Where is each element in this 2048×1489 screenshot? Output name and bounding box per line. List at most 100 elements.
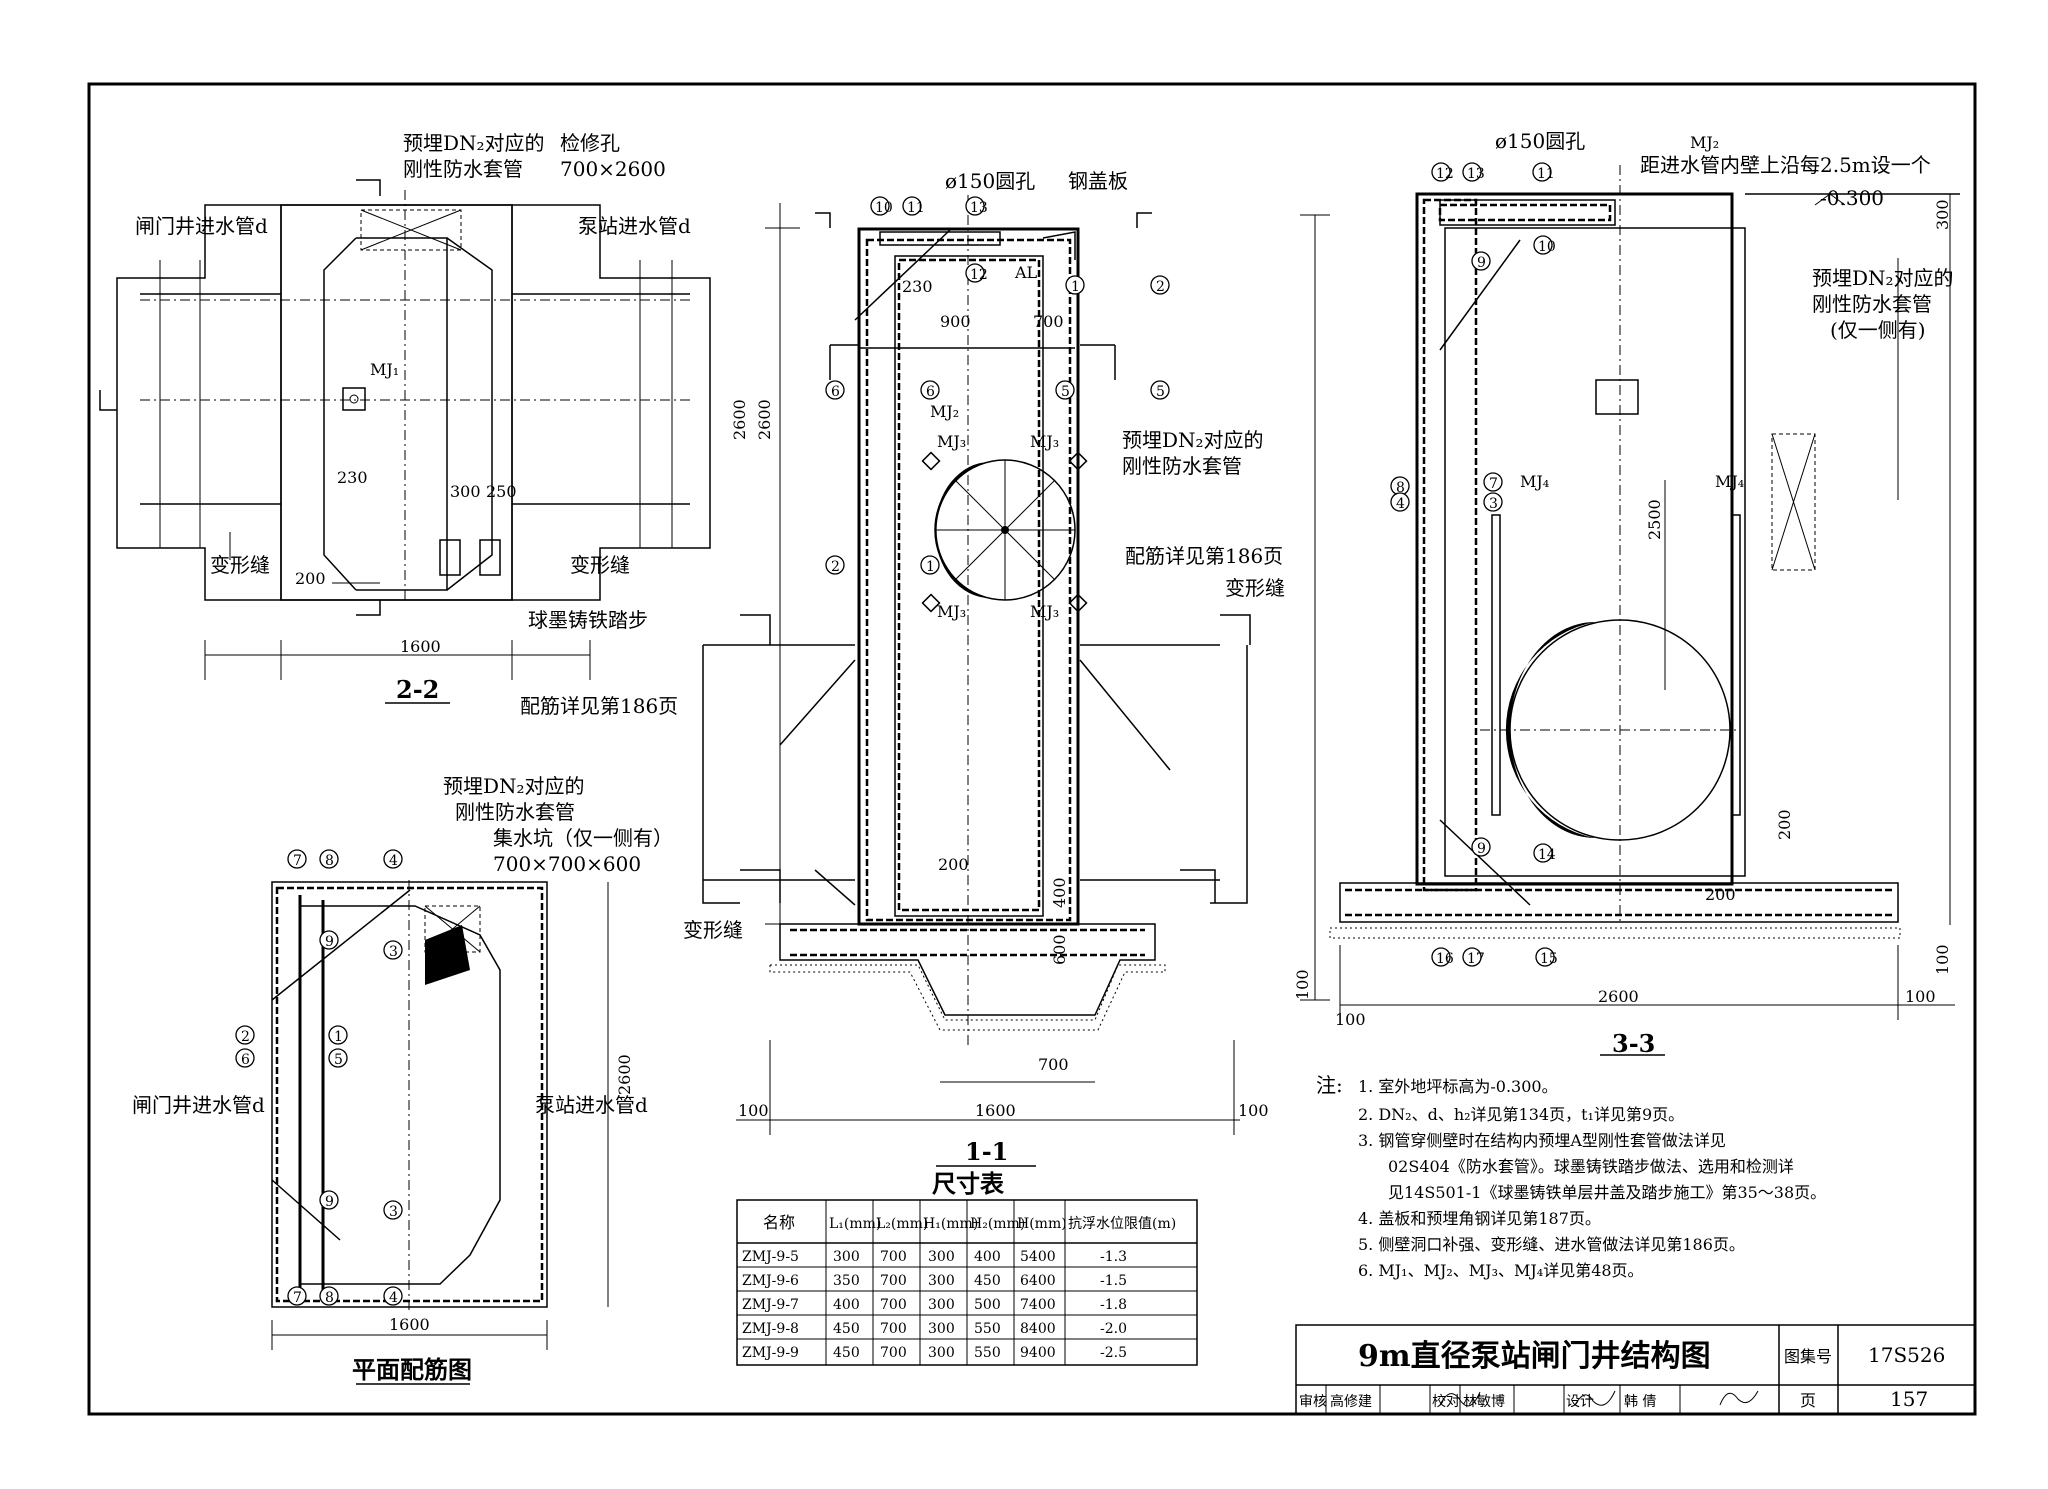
view-1-1 (702, 195, 1330, 1167)
check-name: 林敏博 (1463, 1393, 1505, 1410)
svg-text:10: 10 (1538, 239, 1556, 255)
dim-2600-c: 2600 (1598, 987, 1639, 1006)
view-title-2-2: 2-2 (396, 675, 439, 704)
gate-inlet-label: 闸门井进水管d (135, 214, 268, 238)
table-cell: 300 (928, 1321, 955, 1337)
elevation-label: -0.300 (1820, 186, 1884, 210)
table-cell: 700 (880, 1297, 907, 1313)
table-cell: 400 (833, 1297, 860, 1313)
sleeve-label-3: 预埋DN₂对应的 (1122, 428, 1264, 452)
rebar-ref-2: 配筋详见第186页 (520, 694, 678, 718)
dim-2600-d: 2600 (615, 1054, 634, 1095)
table-cell: 400 (974, 1249, 1001, 1265)
mj1-label: MJ₁ (370, 360, 399, 379)
sleeve-label-4: 刚性防水套管 (1122, 454, 1242, 478)
table-cell: 300 (928, 1345, 955, 1361)
dim-600: 600 (1050, 934, 1069, 965)
review-name: 高修建 (1330, 1393, 1372, 1410)
svg-text:17: 17 (1467, 951, 1485, 967)
mj2-label-b: MJ₂ (1690, 133, 1719, 152)
table-cell: 300 (833, 1249, 860, 1265)
view-title-1-1: 1-1 (965, 1137, 1008, 1166)
svg-text:12: 12 (1436, 166, 1454, 182)
joint-label-1: 变形缝 (210, 553, 270, 577)
dim-2600-b: 2600 (755, 399, 774, 440)
mj3-label-c: MJ₃ (937, 602, 966, 621)
joint-label-2: 变形缝 (570, 553, 630, 577)
table-cell: -1.3 (1100, 1249, 1127, 1265)
size-table-grid (736, 1199, 1198, 1366)
svg-text:5: 5 (334, 1052, 343, 1068)
svg-text:9: 9 (325, 934, 334, 950)
sump-label: 集水坑（仅一侧有） (493, 826, 673, 850)
view-2-2 (99, 179, 711, 704)
sump-size: 700×700×600 (493, 852, 641, 876)
svg-text:11: 11 (1537, 166, 1555, 182)
sleeve-label-1: 预埋DN₂对应的 (403, 131, 545, 155)
dim-100-b: 100 (1238, 1101, 1269, 1120)
table-cell: 7400 (1020, 1297, 1056, 1313)
dim-100-f: 100 (1933, 944, 1952, 975)
svg-text:1: 1 (926, 559, 935, 575)
svg-text:14: 14 (1538, 847, 1556, 863)
dim-300: 300 (450, 482, 481, 501)
table-cell: 300 (928, 1297, 955, 1313)
note-line: 5. 侧壁洞口补强、变形缝、进水管做法详见第186页。 (1358, 1235, 1745, 1254)
table-cell: 450 (974, 1273, 1001, 1289)
pump-inlet-label: 泵站进水管d (578, 214, 691, 238)
rebar-ref-1: 配筋详见第186页 (1125, 544, 1283, 568)
notes-label: 注: (1316, 1073, 1343, 1097)
svg-text:3: 3 (389, 944, 398, 960)
view-title-3-3: 3-3 (1612, 1029, 1655, 1058)
mj4-label-b: MJ₄ (1715, 472, 1744, 491)
table-cell: 5400 (1020, 1249, 1056, 1265)
svg-text:7: 7 (293, 853, 302, 869)
dim-230-b: 230 (902, 277, 933, 296)
dim-700-a: 700 (1033, 312, 1064, 331)
th-l2: L₂(mm) (876, 1216, 928, 1232)
pump-inlet-label-b: 泵站进水管d (535, 1093, 648, 1117)
svg-text:7: 7 (1489, 476, 1498, 492)
svg-text:2: 2 (241, 1029, 250, 1045)
dim-900: 900 (940, 312, 971, 331)
design-label: 设计 (1566, 1394, 1594, 1410)
svg-text:9: 9 (1477, 255, 1486, 271)
gate-inlet-label-b: 闸门井进水管d (132, 1093, 265, 1117)
steps-label: 球墨铸铁踏步 (528, 608, 648, 632)
note-line: 3. 钢管穿侧壁时在结构内预埋A型刚性套管做法详见 (1358, 1131, 1726, 1150)
svg-text:2: 2 (831, 559, 840, 575)
manhole-label: 检修孔 (560, 131, 620, 155)
svg-text:4: 4 (1396, 496, 1405, 512)
table-cell: 6400 (1020, 1273, 1056, 1289)
table-cell: -1.8 (1100, 1297, 1127, 1313)
joint-label-3: 变形缝 (1225, 576, 1285, 600)
svg-text:6: 6 (926, 384, 935, 400)
table-cell: 500 (974, 1297, 1001, 1313)
svg-text:3: 3 (389, 1204, 398, 1220)
svg-text:5: 5 (1156, 384, 1165, 400)
th-name: 名称 (763, 1213, 795, 1232)
table-cell: 450 (833, 1345, 860, 1361)
table-cell: 450 (833, 1321, 860, 1337)
th-h2: H₂(mm) (970, 1216, 1025, 1232)
view-plan (271, 880, 609, 1385)
steel-cover-label: 钢盖板 (1068, 169, 1128, 193)
dim-100-a: 100 (738, 1101, 769, 1120)
view-title-plan: 平面配筋图 (352, 1355, 472, 1384)
note-line: 02S404《防水套管》。球墨铸铁踏步做法、选用和检测详 (1388, 1157, 1794, 1176)
svg-text:11: 11 (907, 200, 925, 216)
table-cell: 350 (833, 1273, 860, 1289)
sleeve-label-7: (仅一侧有) (1830, 318, 1926, 342)
page-number: 157 (1890, 1387, 1928, 1411)
dim-300-b: 300 (1933, 199, 1952, 230)
th-h: H(mm) (1017, 1216, 1067, 1232)
hole150-label: ø150圆孔 (945, 169, 1035, 193)
table-cell: -2.5 (1100, 1345, 1127, 1361)
title-block (1295, 1324, 1976, 1415)
atlas-label: 图集号 (1784, 1347, 1832, 1366)
sleeve-label-6: 刚性防水套管 (1812, 292, 1932, 316)
svg-text:9: 9 (325, 1194, 334, 1210)
manhole-size: 700×2600 (560, 157, 666, 181)
table-cell: ZMJ-9-9 (742, 1345, 799, 1361)
notes-lines: 1. 室外地坪标高为-0.300。2. DN₂、d、h₂详见第134页，t₁详见… (1358, 1077, 1826, 1280)
